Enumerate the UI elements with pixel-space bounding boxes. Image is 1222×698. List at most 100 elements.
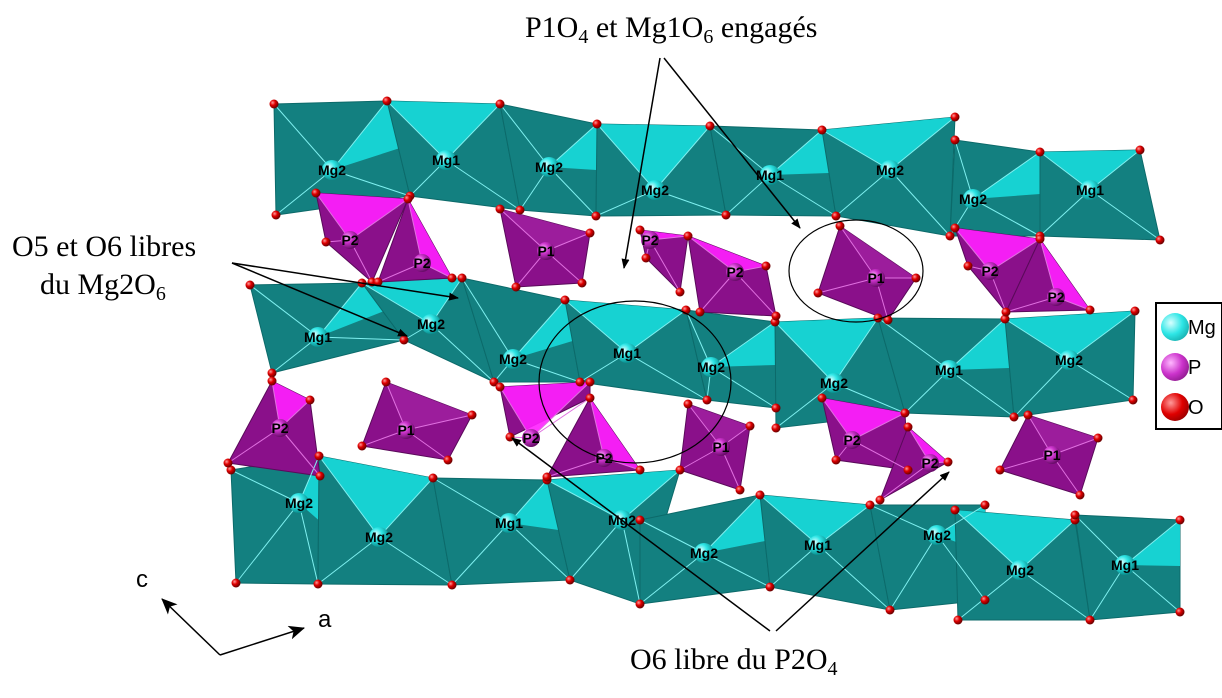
o-atom	[565, 575, 575, 585]
o-atom	[761, 261, 771, 271]
o-atom	[467, 410, 477, 420]
axis-a-label: a	[318, 606, 332, 633]
bond-line	[1039, 238, 1057, 298]
bond-line	[621, 519, 641, 605]
bond-line	[318, 455, 380, 538]
bond-line	[1089, 189, 1161, 241]
o-atom	[963, 261, 973, 271]
o-atom	[885, 605, 895, 615]
o-atom	[428, 473, 438, 483]
o-atom	[1001, 307, 1011, 317]
o-atom	[695, 307, 705, 317]
atom-label: Mg1	[495, 515, 523, 531]
atom-label: Mg1	[1076, 182, 1104, 198]
o-atom	[1155, 235, 1165, 245]
bond-line	[1074, 514, 1126, 566]
p-atom	[1047, 288, 1065, 306]
atom-label: Mg2	[417, 316, 445, 332]
atom-label: P2	[413, 255, 430, 271]
atom-label: P2	[843, 432, 860, 448]
bond-line	[639, 552, 705, 605]
annotation-top: P1O4 et Mg1O6 engagés	[525, 11, 818, 48]
o-atom	[457, 273, 467, 283]
mg-atom	[939, 360, 959, 380]
o-atom	[226, 465, 236, 475]
bond-line	[279, 427, 321, 477]
o-atom	[980, 500, 990, 510]
atom-label: Mg2	[876, 162, 904, 178]
p-atom	[867, 269, 885, 287]
o-atom	[875, 495, 885, 505]
mg-octahedron	[774, 317, 906, 429]
p-atom	[413, 254, 431, 272]
atom-label: P2	[981, 263, 998, 279]
o-atom	[950, 135, 960, 145]
o-atom	[771, 403, 781, 413]
atom-label: Mg1	[304, 329, 332, 345]
bond-line	[499, 386, 532, 439]
mg-atom	[539, 157, 559, 177]
o-atom	[911, 273, 921, 283]
axis-c-arrow	[161, 598, 221, 656]
atom-label: P1	[537, 243, 554, 259]
annotation-bottom: O6 libre du P2O4	[630, 643, 838, 680]
mg-atom	[824, 373, 844, 393]
bond-line	[361, 282, 432, 325]
mg-atom	[503, 349, 523, 369]
o-atom	[382, 96, 392, 106]
mg-atom	[1059, 350, 1079, 370]
bond-line	[227, 427, 281, 464]
o-atom	[683, 399, 693, 409]
o-atom	[817, 393, 827, 403]
bond-line	[564, 299, 628, 354]
o-atom	[1035, 147, 1045, 157]
o-atom	[865, 500, 875, 510]
o-atom	[771, 311, 781, 321]
bond-line	[769, 544, 819, 588]
mg-atom	[1010, 560, 1030, 580]
o-atom	[1085, 615, 1095, 625]
atom-label: P2	[641, 232, 658, 248]
atom-label: Mg2	[923, 527, 951, 543]
o-atom	[903, 465, 913, 475]
bond-line	[407, 198, 423, 264]
o-atom	[443, 455, 453, 465]
o-atom	[1000, 314, 1010, 324]
o-atom	[560, 295, 570, 305]
o-atom	[721, 210, 731, 220]
o-atom	[269, 99, 279, 109]
bond-line	[687, 235, 736, 273]
mg-atom	[617, 343, 637, 363]
o-atom	[755, 490, 765, 500]
o-atom	[495, 382, 505, 392]
o-atom	[1070, 510, 1080, 520]
o-atom	[585, 228, 595, 238]
o-atom	[1023, 410, 1033, 420]
atom-label: Mg2	[285, 495, 313, 511]
atom-label: P2	[595, 450, 612, 466]
bond-line	[774, 321, 835, 384]
p-atom	[595, 449, 613, 467]
bond-line	[432, 477, 510, 524]
o-atom	[585, 377, 595, 387]
o-atom	[635, 599, 645, 609]
bond-line	[936, 534, 986, 601]
mg-octahedron	[461, 277, 581, 383]
o-atom	[1175, 607, 1185, 617]
o-atom	[675, 465, 685, 475]
o-atom-icon	[1161, 393, 1189, 421]
atom-label: P2	[271, 420, 288, 436]
o-atom	[592, 119, 602, 129]
o-atom	[505, 432, 515, 442]
legend-item-p: P	[1159, 350, 1219, 386]
atom-label: P1	[1043, 447, 1060, 463]
o-atom	[542, 472, 552, 482]
o-atom	[403, 194, 413, 204]
mg-octahedron	[949, 139, 1041, 237]
bond-line	[817, 504, 871, 546]
bond-line	[879, 462, 931, 501]
axis-indicator	[161, 598, 305, 656]
bond-line	[1039, 151, 1091, 191]
p-atom	[341, 231, 359, 249]
